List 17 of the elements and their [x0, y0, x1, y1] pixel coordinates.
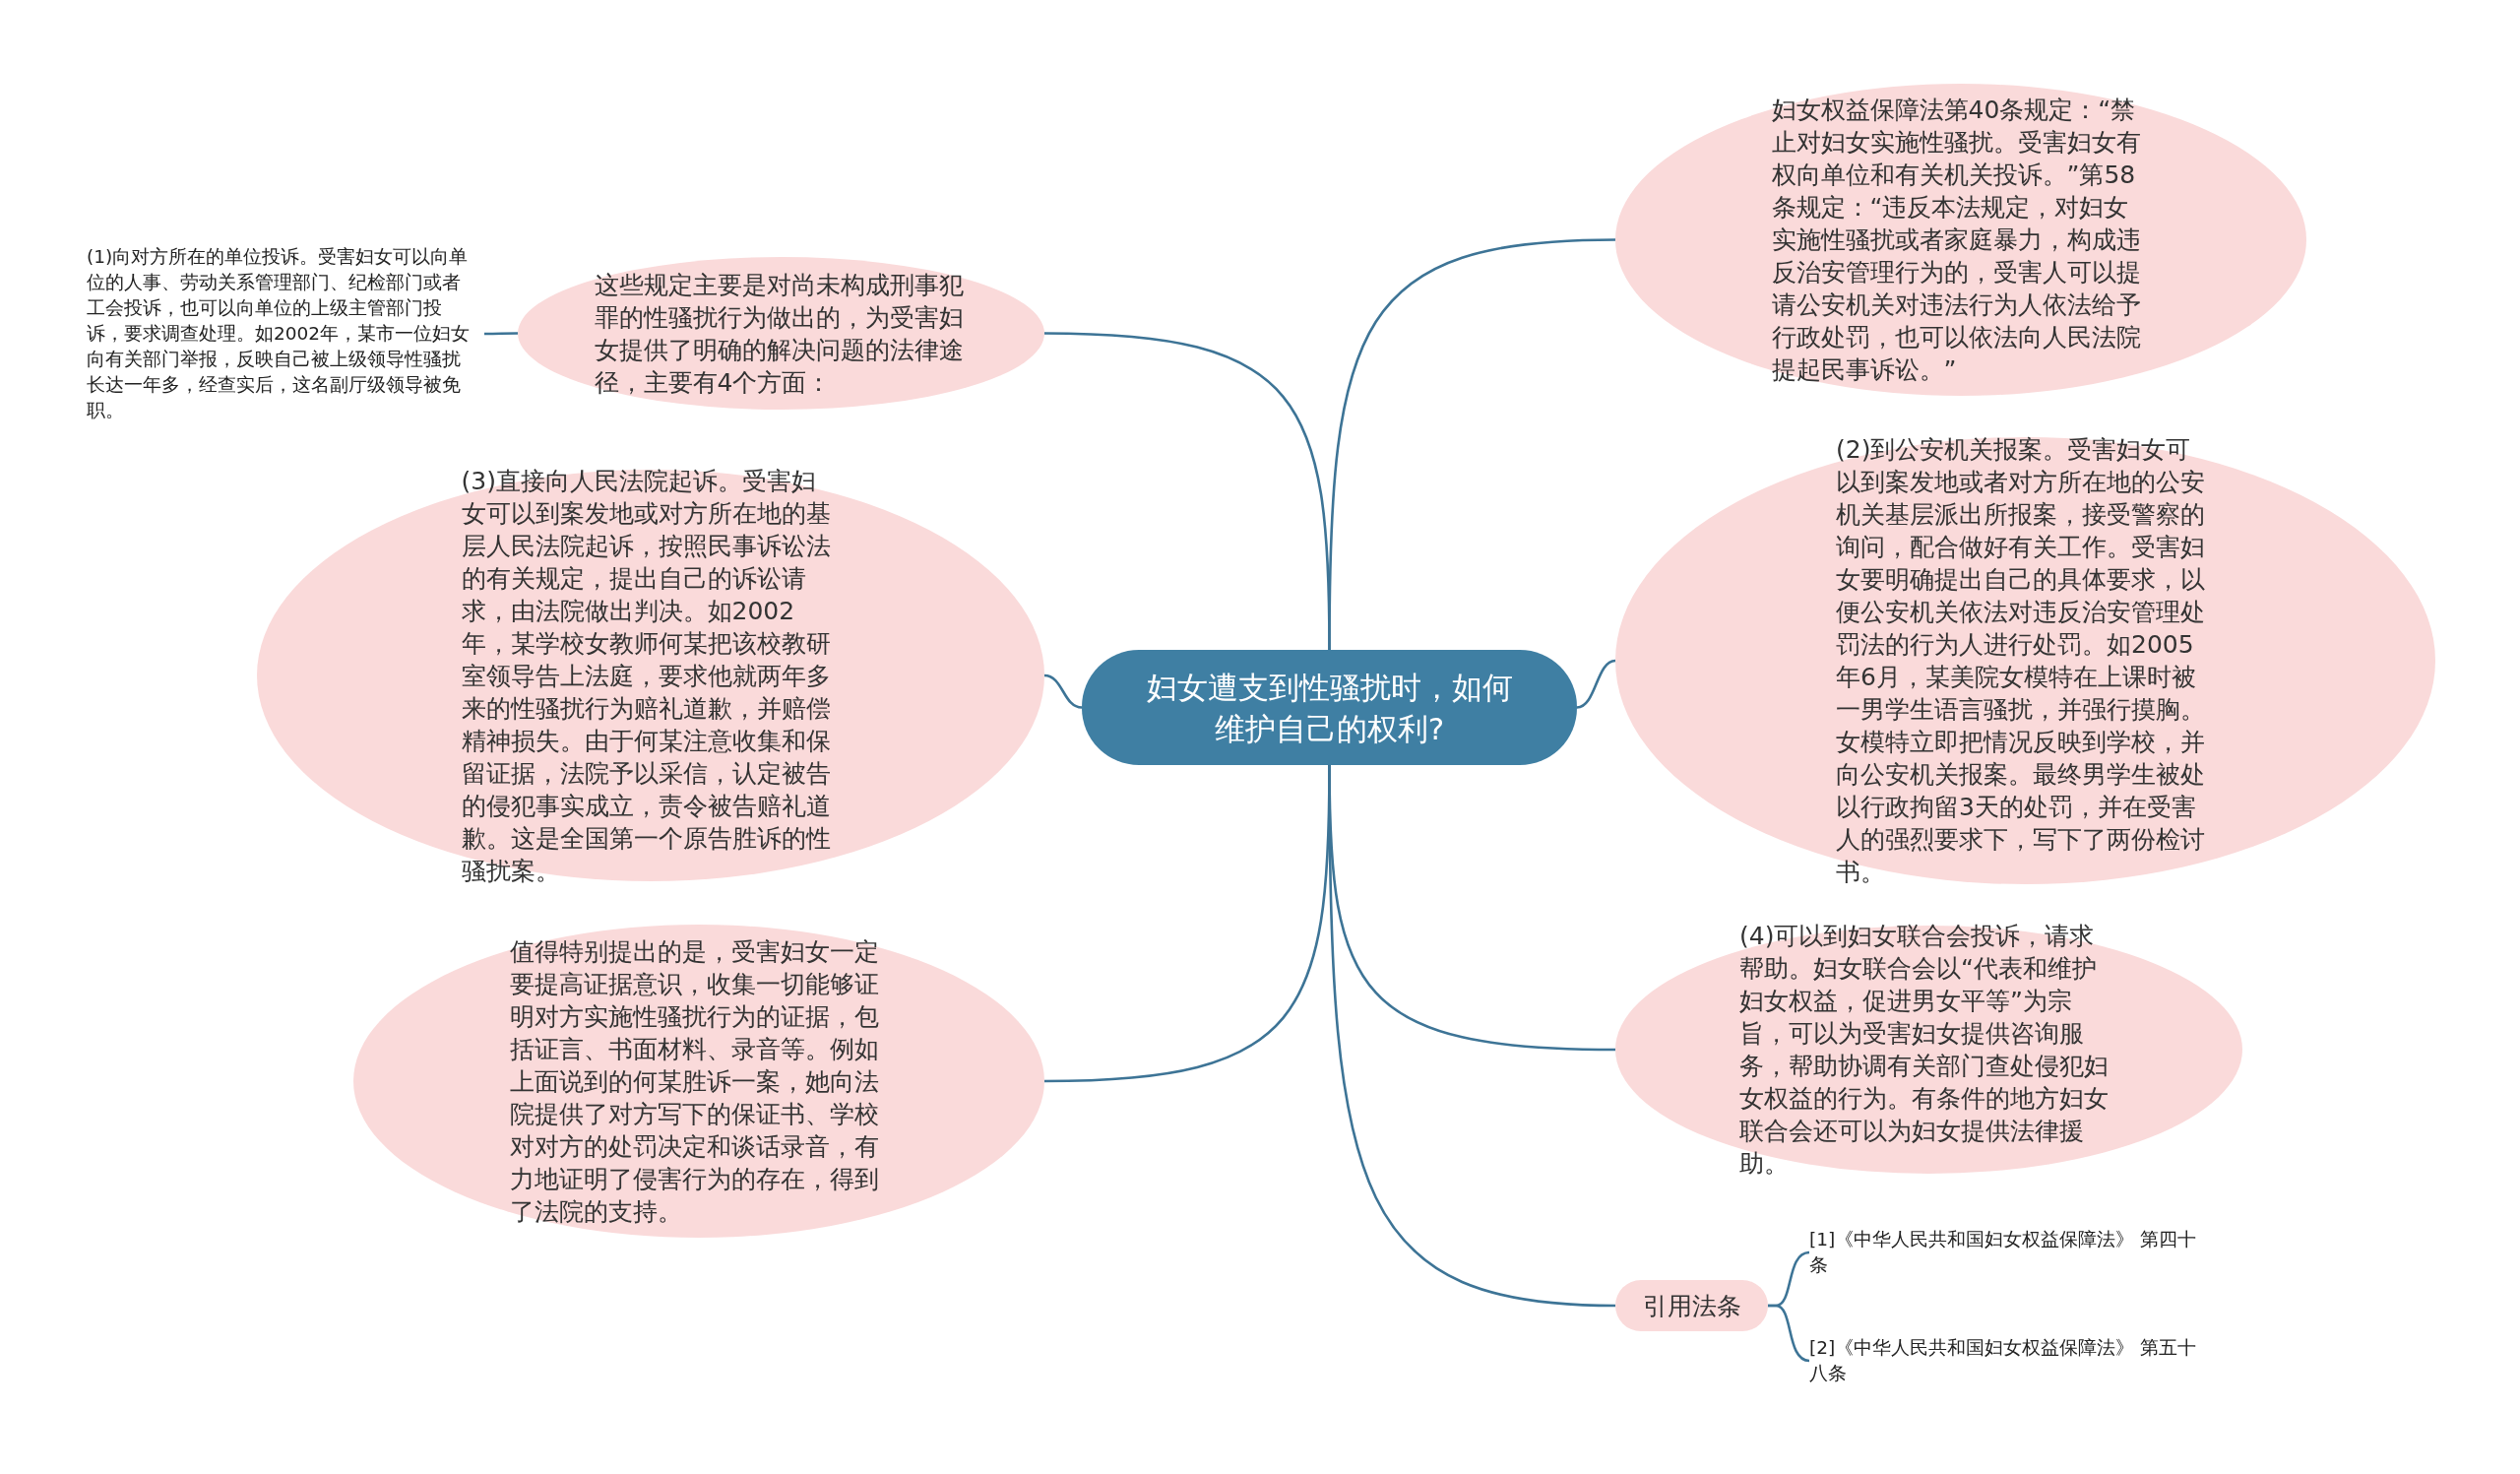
note-text: (1)向对方所在的单位投诉。受害妇女可以向单位的人事、劳动关系管理部门、纪检部门或者工会投诉，也可以向单位的上级主管部门投诉，要求调查处理。如2002年，某市一位妇女向有关部门举报，反映自己被上级领导性骚扰长达一年多，经查实后，这名副厅级领导被免职。	[87, 245, 472, 422]
topic-bubble: 妇女遭支到性骚扰时，如何维护自己的权利?	[1082, 650, 1577, 765]
branch-bubble: (2)到公安机关报案。受害妇女可以到案发地或者对方所在地的公安机关基层派出所报案，接受警察的询问，配合做好有关工作。受害妇女要明确提出自己的具体要求，以便公安机关依法对违反治安管理处罚法的行为人进行处罚。如2005年6月，某美院女模特在上课时被一男学生语言骚扰，并强行摸胸。女模特立即把情况反映到学校，并向公安机关报案。最终男学生被处以行政拘留3天的处罚，并在受害人的强烈要求下，写下了两份检讨书。	[1615, 437, 2435, 884]
branch-bubble: 这些规定主要是对尚未构成刑事犯罪的性骚扰行为做出的，为受害妇女提供了明确的解决问题的法律途径，主要有4个方面：	[518, 257, 1044, 410]
branch-pill: 引用法条	[1615, 1280, 1768, 1331]
note-text: [1]《中华人民共和国妇女权益保障法》 第四十条	[1809, 1228, 2198, 1277]
connector-line	[1576, 659, 1616, 709]
branch-bubble: 值得特别提出的是，受害妇女一定要提高证据意识，收集一切能够证明对方实施性骚扰行为的证据，包括证言、书面材料、录音等。例如上面说到的何某胜诉一案，她向法院提供了对方写下的保证书、学校对对方的处罚决定和谈话录音，有力地证明了侵害行为的存在，得到了法院的支持。	[353, 925, 1044, 1238]
connector-line	[1043, 673, 1083, 709]
branch-bubble: (3)直接向人民法院起诉。受害妇女可以到案发地或对方所在地的基层人民法院起诉，按照民事诉讼法的有关规定，提出自己的诉讼请求，由法院做出判决。如2002年，某学校女教师何某把该校教研室领导告上法庭，要求他就两年多来的性骚扰行为赔礼道歉，并赔偿精神损失。由于何某注意收集和保留证据，法院予以采信，认定被告的侵犯事实成立，责令被告赔礼道歉。这是全国第一个原告胜诉的性骚扰案。	[257, 470, 1044, 881]
branch-bubble: 妇女权益保障法第40条规定：“禁止对妇女实施性骚扰。受害妇女有权向单位和有关机关投诉。”第58条规定：“违反本法规定，对妇女实施性骚扰或者家庭暴力，构成违反治安管理行为的，受害人可以提请公安机关对违法行为人依法给予行政处罚，也可以依法向人民法院提起民事诉讼。”	[1615, 84, 2306, 396]
connector-line	[484, 332, 518, 336]
connector-line	[1328, 238, 1616, 650]
connector-line	[1768, 1304, 1810, 1363]
branch-bubble: (4)可以到妇女联合会投诉，请求帮助。妇女联合会以“代表和维护妇女权益，促进男女平等”为宗旨，可以为受害妇女提供咨询服务，帮助协调有关部门查处侵犯妇女权益的行为。有条件的地方妇女联合会还可以为妇女提供法律援助。	[1615, 926, 2242, 1174]
connector-line	[1328, 765, 1616, 1308]
note-text: [2]《中华人民共和国妇女权益保障法》 第五十八条	[1809, 1336, 2198, 1385]
